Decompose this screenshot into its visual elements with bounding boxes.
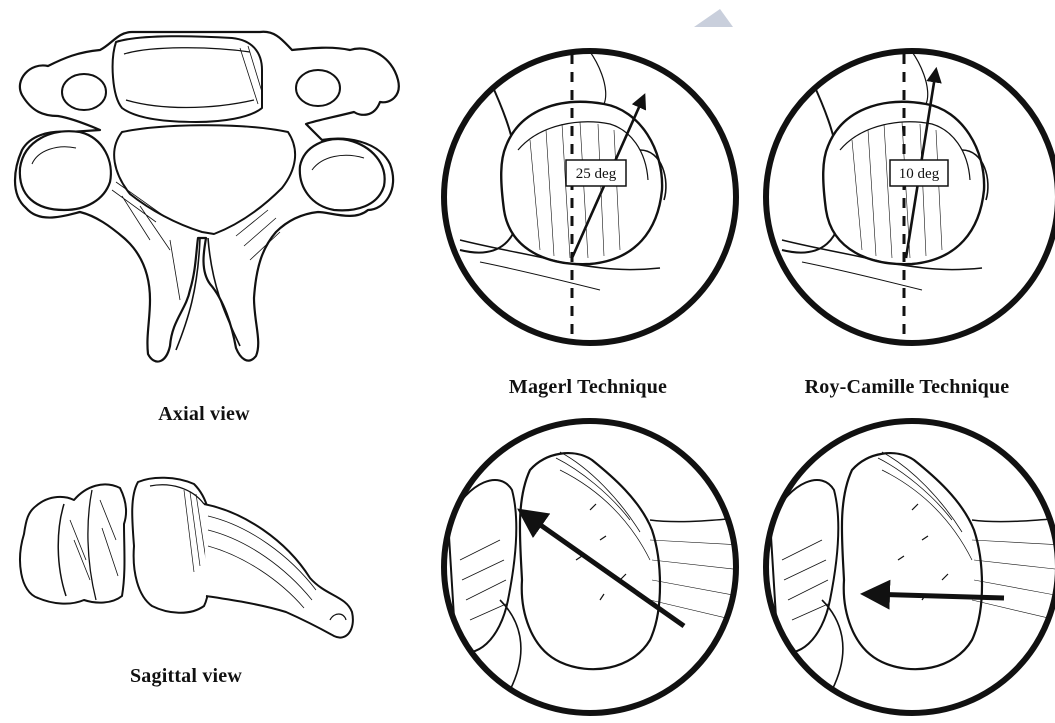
axial-view-caption: Axial view [158, 403, 249, 426]
roy-camille-angle-label: 10 deg [899, 166, 940, 182]
roy-camille-axial-inset [766, 40, 1055, 343]
sagittal-view-caption: Sagittal view [130, 665, 242, 688]
magerl-angle-label: 25 deg [576, 166, 617, 182]
magerl-technique-caption: Magerl Technique [509, 376, 667, 399]
axial-vertebra-drawing [15, 32, 399, 362]
sagittal-vertebra-drawing [20, 478, 353, 638]
roy-camille-technique-caption: Roy-Camille Technique [805, 376, 1010, 399]
magerl-axial-inset [444, 40, 736, 343]
magerl-sagittal-inset [444, 421, 760, 713]
roy-camille-sagittal-inset [766, 421, 1055, 713]
watermark-triangle-icon [694, 9, 733, 27]
